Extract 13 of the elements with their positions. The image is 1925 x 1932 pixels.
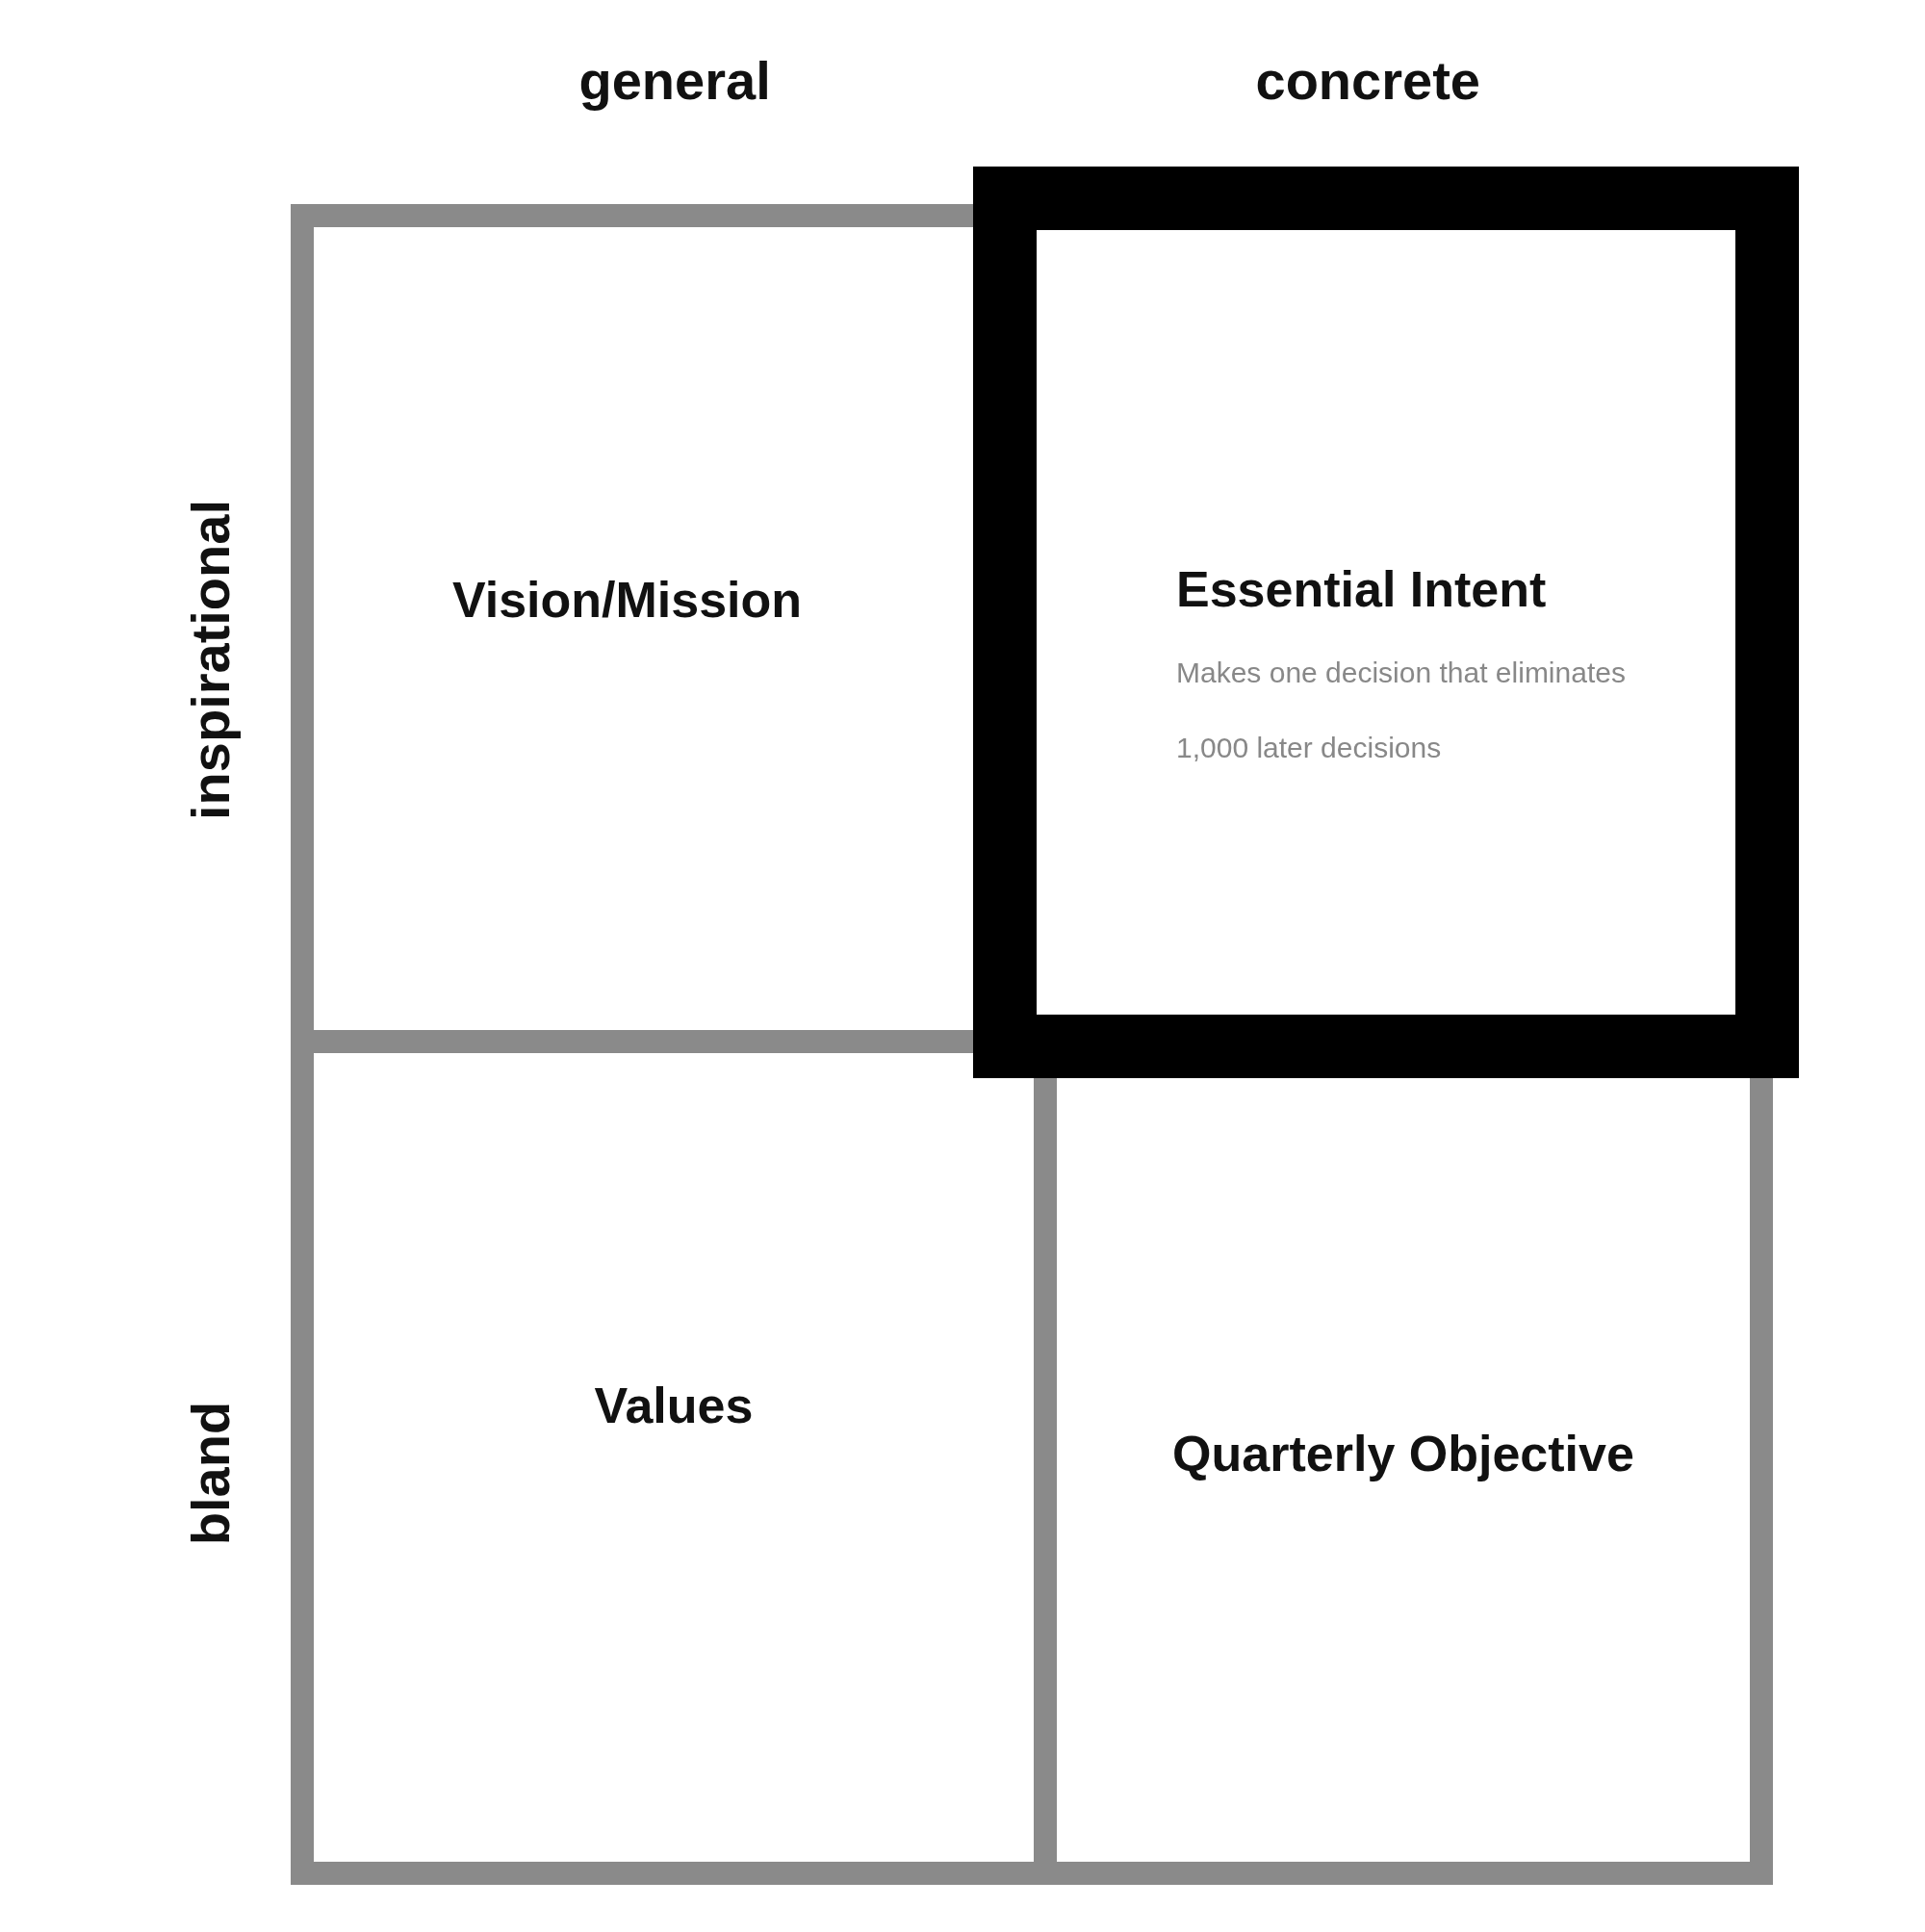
quadrant-title: Vision/Mission	[451, 571, 803, 629]
axis-label: concrete	[1255, 48, 1480, 112]
quadrant-box	[291, 1053, 1034, 1885]
axis-label: bland	[178, 1401, 242, 1545]
quadrant-box	[291, 204, 973, 1053]
quadrant-box	[1034, 1078, 1773, 1885]
highlighted-quadrant	[973, 167, 1799, 1078]
axis-label: inspirational	[178, 499, 242, 820]
quadrant-title: Values	[594, 1377, 754, 1434]
quadrant-title: Quarterly Objective	[1172, 1425, 1634, 1482]
quadrant-description: Makes one decision that eliminates 1,000 later decisions	[1176, 656, 1627, 765]
axis-label: general	[578, 48, 771, 112]
quadrant-title: Essential Intent	[1176, 560, 1548, 618]
